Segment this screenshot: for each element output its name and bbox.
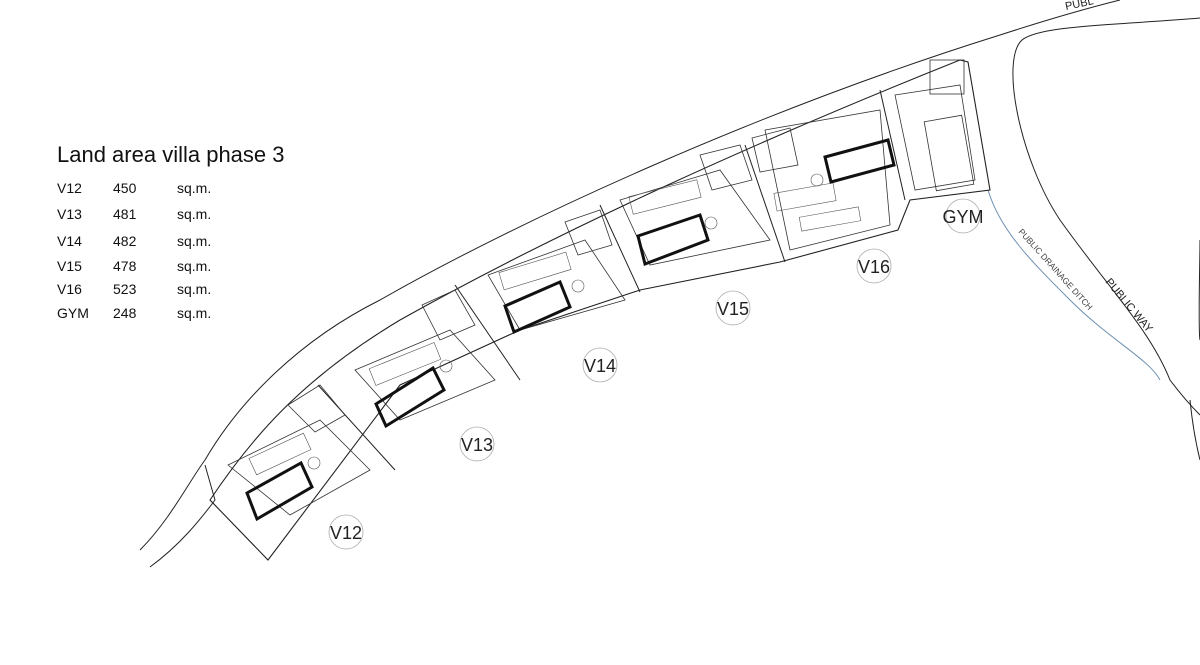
plot-labels: V12 V13 V14 V15 V16 GYM [330,207,984,543]
v14-circle [582,347,618,383]
legend-plot-name: V12 [57,180,82,196]
legend-plot-area: 450 [113,180,137,196]
pools [245,138,896,522]
v13-building [354,329,496,421]
v13-pool [374,365,446,429]
legend-plot-name: GYM [57,305,89,321]
v12-building [227,419,371,516]
plot-label-v14: V14 [584,356,616,376]
legend-plot-area: 481 [113,206,137,222]
v14-carport [564,209,613,256]
gym-circle [945,198,981,234]
v16-furniture [773,182,837,212]
legend-plot-name: V13 [57,206,82,222]
v14-building [487,239,626,331]
v15-table [704,216,718,230]
legend-plot-area: 523 [113,281,137,297]
road-east-left [1012,17,1200,416]
v13-carport [421,289,476,341]
villa-buildings [227,59,976,516]
road-edge-upper [139,0,1121,551]
v16-circle [856,248,892,284]
v13-furniture [368,342,442,386]
plot-label-v12: V12 [330,523,362,543]
v12-circle [328,514,364,550]
v13-table [439,359,453,373]
v12-furniture [248,432,312,476]
plot-label-v15: V15 [717,299,749,319]
plot-label-circles [328,198,981,550]
plot-label-v13: V13 [461,435,493,455]
v14-furniture [498,251,572,291]
v16-table [810,173,824,187]
v16-building [764,109,891,251]
legend-plot-area: 478 [113,258,137,274]
v12-pool [245,460,314,522]
plot-dividers [317,89,906,471]
plot-label-v16: V16 [858,257,890,277]
divider-v12-v13 [317,384,396,471]
gym-room [923,114,975,192]
legend-title: Land area villa phase 3 [57,142,285,167]
legend-plot-unit: sq.m. [177,281,212,297]
legend-plot-unit: sq.m. [177,258,212,274]
legend-plot-unit: sq.m. [177,180,212,196]
plot-label-gym: GYM [942,207,983,227]
divider-v13-v14 [454,284,521,381]
v16-carport [751,127,799,173]
legend-plot-unit: sq.m. [177,305,212,321]
v14-pool [503,280,572,335]
v12-table [307,456,321,470]
road-edge-lower [149,464,216,568]
v15-furniture [628,179,702,215]
v15-carport [699,144,753,191]
v15-pool [636,213,710,267]
road-label-drainage: PUBLIC DRAINAGE DITCH [1017,227,1095,312]
road-label-public-way: PUBLIC WAY [1103,276,1155,335]
v14-table [571,279,585,293]
legend-plot-unit: sq.m. [177,233,212,249]
divider-v14-v15 [599,204,641,293]
v15-circle [715,290,751,326]
v16-furniture-2 [798,206,862,232]
site-boundary [209,59,991,561]
v13-circle [459,426,495,462]
legend-plot-unit: sq.m. [177,206,212,222]
legend-plot-name: V15 [57,258,82,274]
legend-plot-area: 248 [113,305,137,321]
v16-pool [823,138,896,184]
v12-carport [287,384,346,433]
gym-building [894,84,976,191]
drainage-ditch-line [987,189,1161,381]
road-east-kink [1189,399,1200,461]
legend-plot-area: 482 [113,233,137,249]
divider-v15-v16 [744,144,786,263]
divider-v16-gym [879,89,906,201]
furniture-hints [248,173,862,476]
gym-entry [929,59,965,95]
legend-plot-name: V14 [57,233,82,249]
legend-plot-name: V16 [57,281,82,297]
